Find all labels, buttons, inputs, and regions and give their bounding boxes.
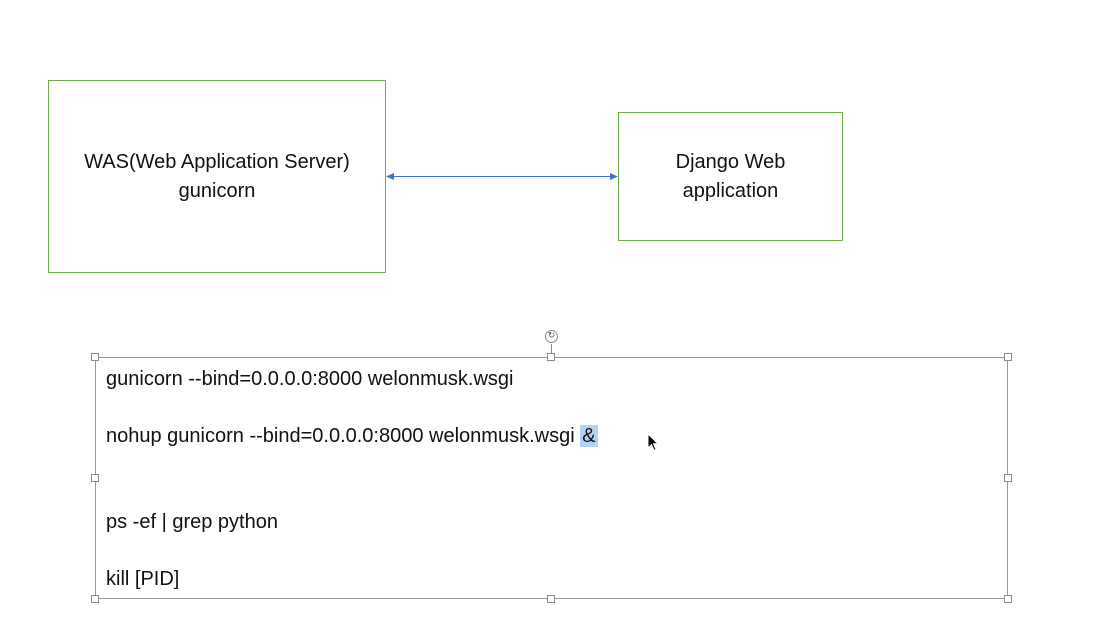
resize-handle-bottom-right[interactable] [1004, 595, 1012, 603]
command-line-kill[interactable]: kill [PID] [106, 568, 180, 590]
django-box[interactable]: Django Web application [618, 112, 843, 241]
connector-arrowhead-left [386, 173, 394, 180]
command-textbox[interactable]: ↻ gunicorn --bind=0.0.0.0:8000 welonmusk… [91, 330, 1012, 603]
resize-handle-top-left[interactable] [91, 353, 99, 361]
was-box-text: WAS(Web Application Server) gunicorn [84, 148, 350, 206]
was-box-line2: gunicorn [178, 179, 256, 202]
command-line-nohup-text: nohup gunicorn --bind=0.0.0.0:8000 welon… [106, 425, 581, 447]
django-box-text: Django Web application [676, 148, 786, 206]
resize-handle-left[interactable] [91, 474, 99, 482]
mouse-pointer-icon [647, 433, 659, 452]
resize-handle-top-right[interactable] [1004, 353, 1012, 361]
command-line-nohup[interactable]: nohup gunicorn --bind=0.0.0.0:8000 welon… [106, 423, 598, 449]
resize-handle-right[interactable] [1004, 474, 1012, 482]
selected-text[interactable]: & [580, 425, 598, 447]
was-box[interactable]: WAS(Web Application Server) gunicorn [48, 80, 386, 273]
resize-handle-bottom[interactable] [547, 595, 555, 603]
rotate-stem [551, 344, 552, 354]
rotate-icon[interactable]: ↻ [545, 330, 558, 343]
command-line-ps[interactable]: ps -ef | grep python [106, 511, 278, 533]
django-box-line1: Django Web [675, 150, 786, 173]
connector-arrowhead-right [610, 173, 618, 180]
resize-handle-bottom-left[interactable] [91, 595, 99, 603]
command-line-gunicorn[interactable]: gunicorn --bind=0.0.0.0:8000 welonmusk.w… [106, 368, 514, 390]
django-box-line2: application [682, 179, 779, 202]
resize-handle-top[interactable] [547, 353, 555, 361]
was-box-line1: WAS(Web Application Server) [84, 150, 350, 173]
